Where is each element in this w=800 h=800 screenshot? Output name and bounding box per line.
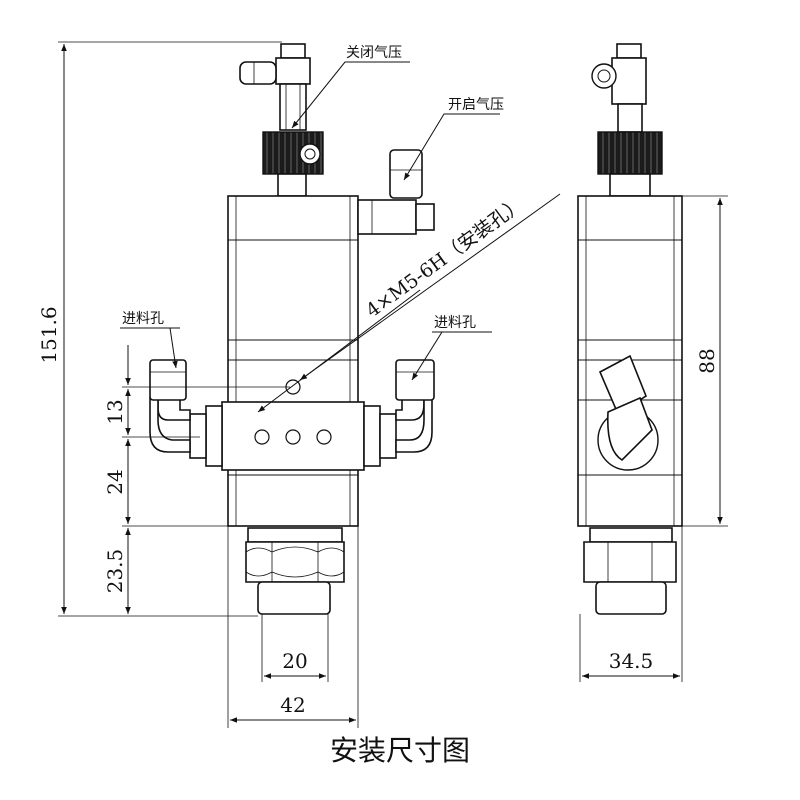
drawing-caption: 安装尺寸图 [330, 734, 470, 767]
dim-nozzle-width: 20 [282, 649, 307, 673]
dim-side-width: 34.5 [609, 649, 654, 673]
dim-total-height: 151.6 [37, 306, 61, 363]
open-air-label: 开启气压 [448, 97, 504, 113]
open-air-fitting [357, 149, 435, 235]
front-view [149, 43, 435, 615]
dim-body-width: 42 [280, 693, 305, 717]
side-view [577, 43, 683, 615]
dim-13: 13 [103, 399, 127, 424]
side-knob [597, 131, 663, 175]
dimension-lines [58, 41, 728, 728]
dim-23-5: 23.5 [103, 549, 127, 594]
side-body [577, 195, 683, 527]
side-top-fitting [591, 43, 647, 133]
valve-body [227, 195, 359, 527]
side-nozzle-nut [583, 527, 677, 615]
adjust-knob [262, 131, 324, 197]
inlet-left-label: 进料孔 [122, 311, 164, 327]
side-neck [609, 173, 651, 197]
leader-lines [120, 61, 561, 413]
dim-side-height: 88 [695, 348, 719, 373]
inlet-right-label: 进料孔 [434, 315, 476, 331]
close-air-fitting [239, 43, 311, 131]
nozzle-nut [245, 527, 345, 615]
dim-24: 24 [103, 469, 127, 494]
close-air-label: 关闭气压 [346, 45, 402, 61]
